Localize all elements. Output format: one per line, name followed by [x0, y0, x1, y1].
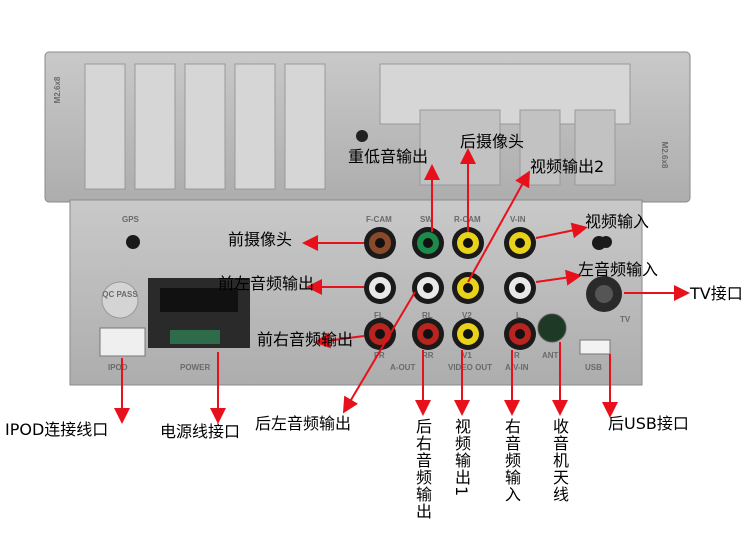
label-video-out-2: 视频输出2: [530, 157, 605, 176]
rca-jack-white: [504, 272, 536, 304]
connector-panel: GPS QC PASS IPOD POWER F-CAM SW R-CAM V-…: [69, 199, 643, 386]
heatsink: M2.6x8 M2.6x8: [44, 51, 691, 203]
rca-jack-green: [412, 227, 444, 259]
ipod-marking: IPOD: [108, 363, 128, 372]
ant-marking: ANT: [542, 351, 559, 360]
rca-jack-red: [364, 318, 396, 350]
label-radio-antenna: 收音机天线: [550, 418, 569, 503]
label-subwoofer-out: 重低音输出: [348, 147, 429, 166]
vin-marking: V-IN: [510, 215, 526, 224]
label-tv-port: TV接口: [690, 284, 743, 303]
tv-marking: TV: [620, 315, 631, 324]
label-front-right-audio-out: 前右音频输出: [257, 330, 354, 349]
sw-marking: SW: [420, 215, 433, 224]
arrow-rear-left-out: [342, 291, 416, 414]
rca-jacks: [364, 227, 536, 350]
fcam-marking: F-CAM: [366, 215, 392, 224]
rca-jack-yellow: [452, 227, 484, 259]
qc-sticker: QC PASS: [102, 290, 138, 299]
gps-port: [126, 235, 140, 249]
label-video-out-1: 视频输出1: [452, 418, 471, 498]
videoout-marking: VIDEO OUT: [448, 363, 492, 372]
avin-marking: A/V-IN: [505, 363, 529, 372]
label-video-in: 视频输入: [585, 212, 650, 231]
arrow-video-in: [535, 222, 588, 239]
label-front-left-audio-out: 前左音频输出: [218, 274, 315, 293]
rca-jack-yellow: [452, 318, 484, 350]
aout-marking: A-OUT: [390, 363, 415, 372]
rr-marking: RR: [422, 351, 434, 360]
label-rear-left-audio-out: 后左音频输出: [255, 414, 352, 433]
arrow-video-out-2: [467, 170, 530, 283]
label-left-audio-in: 左音频输入: [578, 260, 659, 279]
label-right-audio-in: 右音频输入: [502, 418, 521, 503]
arrow-front-right-out: [314, 332, 365, 349]
fl-marking: FL: [374, 311, 384, 320]
usb-connector: [579, 339, 611, 355]
label-front-camera: 前摄像头: [228, 230, 293, 249]
rca-jack-white: [412, 272, 444, 304]
rca-jack-red: [504, 318, 536, 350]
fr-marking: FR: [374, 351, 385, 360]
callout-arrows: [114, 148, 690, 424]
label-power-port: 电源线接口: [160, 422, 241, 441]
rca-jack-brown: [364, 227, 396, 259]
usb-marking: USB: [585, 363, 602, 372]
power-marking: POWER: [180, 363, 210, 372]
rl-marking: RL: [422, 311, 433, 320]
screw-marking-left: M2.6x8: [53, 76, 62, 103]
label-rear-camera: 后摄像头: [460, 132, 525, 151]
l-marking: L: [516, 311, 521, 320]
label-rear-usb: 后USB接口: [608, 414, 689, 433]
rca-jack-white: [364, 272, 396, 304]
v2-marking: V2: [462, 311, 472, 320]
gps-marking: GPS: [122, 215, 140, 224]
screw-marking-right: M2.6x8: [660, 142, 669, 169]
r-marking: R: [514, 351, 520, 360]
rca-jack-yellow: [504, 227, 536, 259]
ipod-connector: [99, 327, 146, 357]
arrow-left-in: [535, 269, 582, 286]
label-ipod-port: IPOD连接线口: [5, 420, 109, 439]
rca-jack-red: [412, 318, 444, 350]
antenna-jack: [537, 313, 567, 343]
rca-jack-yellow: [452, 272, 484, 304]
v1-marking: V1: [462, 351, 472, 360]
label-rear-right-audio-out: 后右音频输出: [413, 418, 432, 520]
